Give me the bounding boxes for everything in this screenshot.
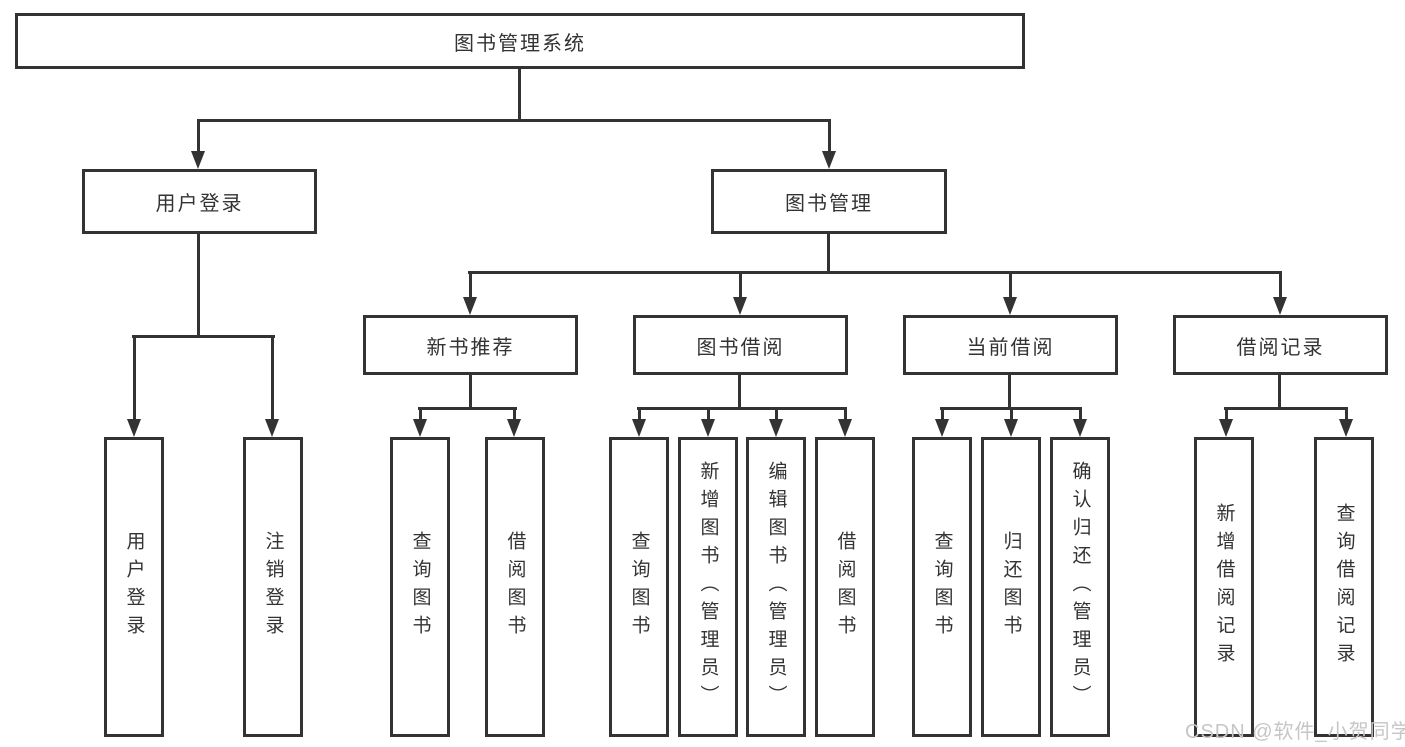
arrow-down-icon <box>838 419 852 437</box>
leaf-confirm-return-admin: 确认归还（管理员） <box>1050 437 1110 737</box>
node-label: 查询借阅记录 <box>1333 503 1355 671</box>
arrow-down-icon <box>769 419 783 437</box>
connector-line <box>1010 407 1013 419</box>
connector-line <box>828 119 831 151</box>
connector-line <box>197 119 831 122</box>
node-label: 借阅图书 <box>834 531 856 643</box>
arrow-down-icon <box>935 419 949 437</box>
node-library-management-system: 图书管理系统 <box>15 13 1025 69</box>
connector-line <box>1079 407 1082 419</box>
node-label: 图书管理系统 <box>454 32 586 55</box>
connector-line <box>827 234 830 271</box>
node-label: 借阅记录 <box>1236 336 1325 359</box>
connector-line <box>513 407 516 419</box>
leaf-return-books: 归还图书 <box>981 437 1041 737</box>
arrow-down-icon <box>1003 297 1017 315</box>
leaf-add-books-admin: 新增图书（管理员） <box>678 437 738 737</box>
connector-line <box>941 407 944 419</box>
node-label: 注销登录 <box>262 531 284 643</box>
connector-line <box>739 271 742 297</box>
arrow-down-icon <box>507 419 521 437</box>
arrow-down-icon <box>1219 419 1233 437</box>
node-label: 借阅图书 <box>504 531 526 643</box>
connector-line <box>1009 271 1012 297</box>
leaf-edit-books-admin: 编辑图书（管理员） <box>746 437 806 737</box>
connector-line <box>775 407 778 419</box>
node-label: 当前借阅 <box>966 336 1055 359</box>
connector-line <box>469 271 472 297</box>
node-current-borrowing: 当前借阅 <box>903 315 1118 375</box>
node-label: 查询图书 <box>409 531 431 643</box>
node-label: 归还图书 <box>1000 531 1022 643</box>
node-label: 编辑图书（管理员） <box>765 461 787 713</box>
connector-line <box>1225 407 1228 419</box>
node-book-borrowing: 图书借阅 <box>633 315 848 375</box>
connector-line <box>1279 271 1282 297</box>
leaf-query-books-recommend: 查询图书 <box>390 437 450 737</box>
node-user-login: 用户登录 <box>82 169 317 234</box>
node-new-book-recommendation: 新书推荐 <box>363 315 578 375</box>
node-book-management: 图书管理 <box>711 169 947 234</box>
connector-line <box>418 407 517 410</box>
arrow-down-icon <box>413 419 427 437</box>
leaf-borrow-books: 借阅图书 <box>815 437 875 737</box>
arrow-down-icon <box>1273 297 1287 315</box>
arrow-down-icon <box>127 419 141 437</box>
node-label: 新增图书（管理员） <box>697 461 719 713</box>
node-label: 图书管理 <box>785 193 873 215</box>
node-label: 查询图书 <box>628 531 650 643</box>
connector-line <box>132 335 275 338</box>
connector-line <box>844 407 847 419</box>
leaf-add-borrow-record: 新增借阅记录 <box>1194 437 1254 737</box>
node-label: 用户登录 <box>155 193 244 215</box>
connector-line <box>271 335 274 419</box>
connector-line <box>1345 407 1348 419</box>
connector-line <box>1278 375 1281 407</box>
arrow-down-icon <box>1339 419 1353 437</box>
connector-line <box>197 119 200 151</box>
arrow-down-icon <box>822 151 836 169</box>
node-borrowing-records: 借阅记录 <box>1173 315 1388 375</box>
node-label: 确认归还（管理员） <box>1069 461 1091 713</box>
connector-line <box>637 407 847 410</box>
connector-line <box>197 234 200 335</box>
connector-line <box>738 375 741 407</box>
node-label: 新增借阅记录 <box>1213 503 1235 671</box>
arrow-down-icon <box>1004 419 1018 437</box>
leaf-query-books-borrowing: 查询图书 <box>609 437 669 737</box>
connector-line <box>419 407 422 419</box>
connector-line <box>469 375 472 407</box>
node-label: 新书推荐 <box>426 336 515 359</box>
arrow-down-icon <box>701 419 715 437</box>
connector-line <box>707 407 710 419</box>
connector-line <box>1224 407 1348 410</box>
connector-line <box>133 335 136 419</box>
arrow-down-icon <box>191 151 205 169</box>
connector-line <box>518 69 521 119</box>
connector-line <box>468 271 1282 274</box>
leaf-logout: 注销登录 <box>243 437 303 737</box>
connector-line <box>1008 375 1011 407</box>
arrow-down-icon <box>733 297 747 315</box>
arrow-down-icon <box>1073 419 1087 437</box>
csdn-watermark: CSDN @软件_小贺同学 <box>1185 721 1405 743</box>
node-label: 用户登录 <box>123 531 145 643</box>
leaf-query-borrow-record: 查询借阅记录 <box>1314 437 1374 737</box>
leaf-user-login: 用户登录 <box>104 437 164 737</box>
leaf-borrow-books-recommend: 借阅图书 <box>485 437 545 737</box>
arrow-down-icon <box>265 419 279 437</box>
node-label: 查询图书 <box>931 531 953 643</box>
arrow-down-icon <box>632 419 646 437</box>
leaf-query-books-current: 查询图书 <box>912 437 972 737</box>
node-label: 图书借阅 <box>696 336 785 359</box>
connector-line <box>638 407 641 419</box>
arrow-down-icon <box>463 297 477 315</box>
